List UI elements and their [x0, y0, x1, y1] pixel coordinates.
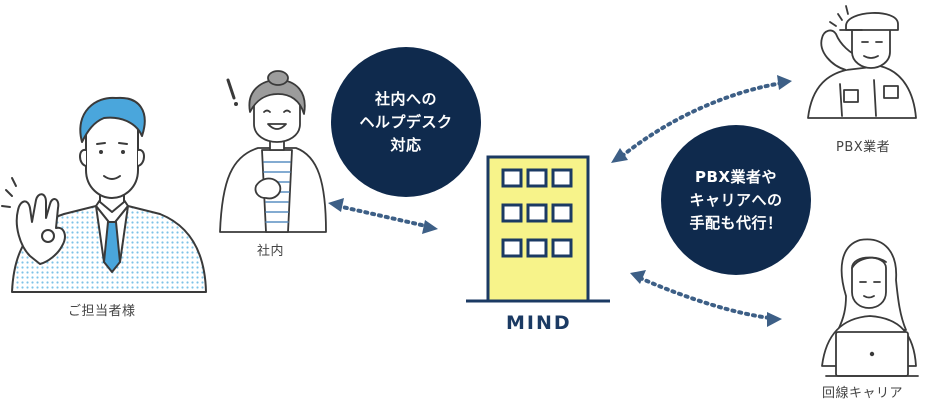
vendor-arrangement-bubble: PBX業者や キャリアへの 手配も代行！ — [661, 125, 811, 275]
helpdesk-bubble-line-3: 対応 — [390, 135, 422, 154]
vendor-bubble-line-2: キャリアへの — [689, 190, 783, 209]
internal-staff-illustration — [219, 70, 327, 233]
helpdesk-bubble-line-2: ヘルプデスク — [359, 112, 453, 131]
arrow-internal-mind — [328, 198, 438, 234]
arrow-mind-carrier — [630, 270, 782, 327]
mind-label: MIND — [506, 312, 572, 334]
customer-person-illustration — [1, 96, 207, 293]
internal-label: 社内 — [257, 244, 285, 259]
pbx-worker-illustration — [807, 5, 917, 119]
carrier-operator-illustration — [821, 238, 919, 377]
helpdesk-bubble: 社内への ヘルプデスク 対応 — [331, 47, 481, 197]
vendor-bubble-line-3: 手配も代行！ — [689, 213, 783, 232]
arrow-mind-pbx — [611, 75, 792, 163]
customer-label: ご担当者様 — [68, 304, 136, 319]
pbx-vendor-label: PBX業者 — [836, 140, 891, 155]
carrier-label: 回線キャリア — [822, 386, 904, 401]
mind-building-illustration — [466, 155, 610, 303]
vendor-bubble-line-1: PBX業者や — [694, 167, 777, 186]
helpdesk-bubble-line-1: 社内への — [374, 89, 437, 108]
